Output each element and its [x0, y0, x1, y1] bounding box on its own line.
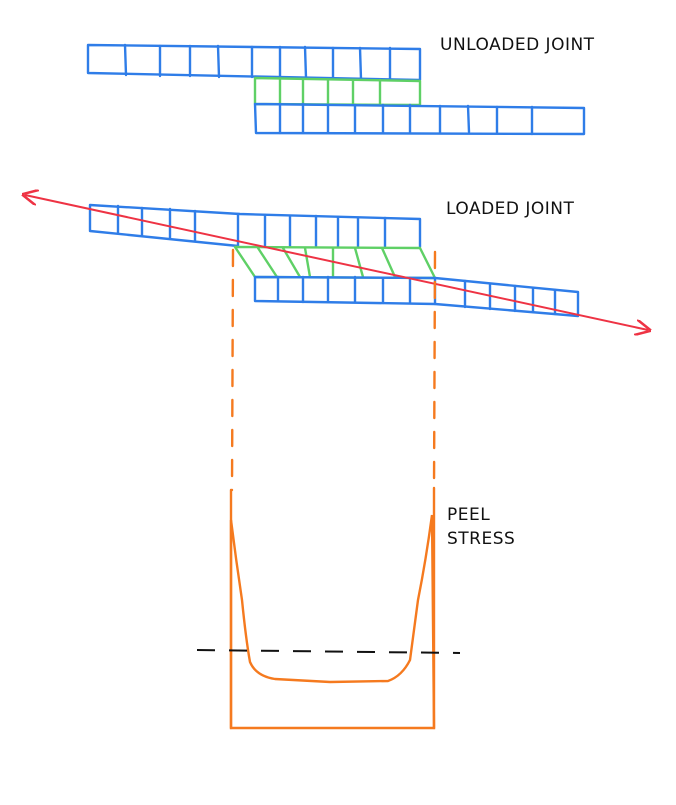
upper-adherend [86, 43, 422, 82]
peel-stress-distribution [196, 514, 461, 730]
adhesive-layer [253, 76, 422, 107]
peel-stress-label-line1: PEEL [447, 505, 491, 525]
load-arrow [25, 195, 648, 330]
loaded-joint [25, 195, 648, 330]
lower-adherend [253, 102, 586, 136]
zero-baseline [196, 649, 461, 654]
upper-adherend-loaded [88, 203, 422, 249]
projection-lines [229, 248, 437, 730]
peel-stress-label-line2: STRESS [447, 529, 516, 549]
lower-adherend-loaded [253, 275, 580, 318]
loaded-joint-label: LOADED JOINT [446, 199, 575, 219]
unloaded-joint [86, 43, 586, 136]
stress-area [229, 514, 436, 730]
unloaded-joint-label: UNLOADED JOINT [440, 35, 595, 55]
